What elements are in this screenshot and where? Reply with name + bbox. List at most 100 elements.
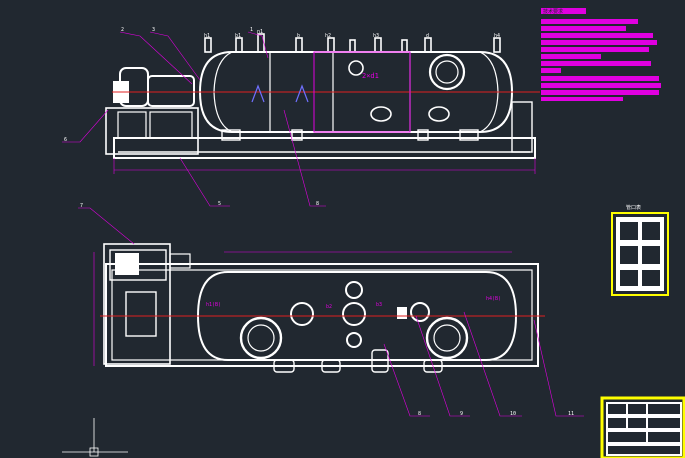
notes-line-5 bbox=[541, 47, 649, 52]
manhole-large-right-inner bbox=[435, 60, 459, 84]
plan-manhole-left bbox=[239, 316, 283, 360]
ucs-origin-box bbox=[89, 447, 99, 457]
title-block bbox=[600, 396, 685, 458]
callout-label-8-top: 8 bbox=[316, 201, 319, 207]
callout-leader-9 bbox=[415, 315, 470, 417]
legend-cell-6 bbox=[642, 270, 660, 286]
legend-cell-2 bbox=[642, 222, 660, 240]
top-nozzle-label-group: h1 b1 n1 b h2 h3 d h4 bbox=[204, 29, 500, 39]
pump-body bbox=[147, 75, 195, 107]
legend-cell-1 bbox=[620, 222, 638, 240]
front-callouts: 2 3 1 6 5 8 bbox=[64, 27, 319, 207]
callout-label-10: 10 bbox=[510, 411, 516, 417]
inner-label: 2×d1 bbox=[362, 72, 379, 80]
plan-nozzle-label-3: h4(B) bbox=[486, 296, 501, 302]
nozzle-h3 bbox=[374, 37, 382, 53]
callout-leader-3 bbox=[149, 31, 201, 81]
callout-leader-5 bbox=[179, 157, 230, 207]
top-nozzle-label-5: h3 bbox=[373, 33, 379, 39]
plan-motor-top bbox=[109, 249, 167, 281]
plan-motor-skid bbox=[103, 243, 171, 365]
notes-line-10 bbox=[541, 83, 661, 88]
notes-line-6 bbox=[541, 54, 601, 59]
top-nozzle-label-4: h2 bbox=[325, 33, 331, 39]
notes-title-bar bbox=[541, 8, 586, 14]
top-nozzle-label-1: b1 bbox=[235, 33, 241, 39]
plan-callout-leaders bbox=[78, 207, 584, 417]
nozzle-h1 bbox=[204, 37, 212, 53]
callout-label-2: 2 bbox=[121, 27, 124, 33]
motor-base bbox=[105, 107, 199, 155]
plan-foot-4 bbox=[423, 359, 443, 373]
notes-line-11 bbox=[541, 90, 659, 95]
plan-frame-inner bbox=[111, 269, 533, 361]
agitator-blade-2 bbox=[295, 84, 309, 103]
callout-label-7: 7 bbox=[80, 203, 83, 209]
title-block-cell-8 bbox=[648, 432, 680, 442]
nozzle-b1 bbox=[235, 37, 243, 53]
plan-valve bbox=[397, 307, 407, 319]
callout-leader-1 bbox=[247, 31, 269, 59]
plan-nozzle-center-top bbox=[345, 281, 363, 299]
notes-line-3 bbox=[541, 33, 653, 38]
notes-line-9 bbox=[541, 76, 659, 81]
callout-label-8-plan: 8 bbox=[418, 411, 421, 417]
nozzle-h4 bbox=[493, 37, 501, 53]
saddle-left bbox=[221, 129, 241, 141]
plan-foot-2 bbox=[321, 359, 341, 373]
sight-glass-1 bbox=[370, 106, 392, 122]
callout-label-3: 3 bbox=[152, 27, 155, 33]
notes-line-4 bbox=[541, 40, 657, 45]
nozzle-b bbox=[295, 37, 303, 53]
callout-leader-8-plan bbox=[383, 343, 430, 417]
spray-head bbox=[348, 60, 364, 76]
plan-nozzle-label-group: h1(B) b2 b3 h4(B) bbox=[206, 296, 501, 310]
top-nozzles bbox=[204, 33, 501, 53]
base-pad-left bbox=[117, 111, 147, 139]
title-block-cell-6 bbox=[648, 418, 680, 428]
right-post bbox=[511, 101, 533, 153]
legend-border bbox=[611, 212, 669, 296]
plan-view bbox=[103, 243, 539, 373]
front-callout-leaders bbox=[62, 31, 326, 207]
callout-leader-8 bbox=[283, 109, 326, 207]
nozzle-extra-2 bbox=[401, 39, 408, 53]
sight-glass-2 bbox=[428, 106, 450, 122]
title-block-cell-4 bbox=[608, 418, 626, 428]
saddle-right bbox=[459, 129, 479, 141]
plan-nozzle-label-0: h1(B) bbox=[206, 302, 221, 308]
nozzle-n1 bbox=[257, 33, 265, 53]
saddle-mid-2 bbox=[417, 129, 429, 141]
callout-leader-11 bbox=[533, 319, 584, 417]
callout-label-1: 1 bbox=[250, 27, 253, 33]
title-block-cell-7 bbox=[608, 432, 646, 442]
nozzle-d bbox=[424, 37, 432, 53]
plan-nozzle-2 bbox=[342, 302, 366, 326]
base-pad-right bbox=[149, 111, 193, 139]
plan-callouts: 7 8 9 10 11 bbox=[80, 203, 574, 417]
title-block-cell-1 bbox=[608, 404, 626, 414]
top-nozzle-label-7: h4 bbox=[494, 33, 500, 39]
legend-cell-5 bbox=[620, 270, 638, 286]
legend-cell-3 bbox=[620, 246, 638, 264]
callout-leader-6 bbox=[62, 109, 109, 143]
title-block-cell-2 bbox=[628, 404, 646, 414]
ucs-axis-icon bbox=[62, 418, 128, 457]
agitator-blade-1 bbox=[251, 84, 265, 103]
plan-nozzle-label-1: b2 bbox=[326, 304, 332, 310]
plan-foot-3 bbox=[371, 349, 389, 373]
plan-nozzle-1 bbox=[290, 302, 314, 326]
callout-leader-2a bbox=[119, 31, 193, 85]
top-nozzle-label-0: h1 bbox=[204, 33, 210, 39]
saddle-mid-1 bbox=[291, 129, 303, 141]
notes-line-12 bbox=[541, 97, 623, 101]
nozzle-legend: 管口表 bbox=[611, 204, 669, 296]
internal-pipe-magenta bbox=[313, 51, 411, 133]
plan-manhole-right bbox=[425, 316, 469, 360]
plan-vessel-shell bbox=[196, 271, 518, 361]
top-nozzle-label-6: d bbox=[426, 33, 429, 39]
top-nozzle-label-3: b bbox=[297, 33, 300, 39]
plan-manhole-right-inner bbox=[433, 324, 461, 352]
notes-title: 技术要求 bbox=[543, 8, 563, 15]
